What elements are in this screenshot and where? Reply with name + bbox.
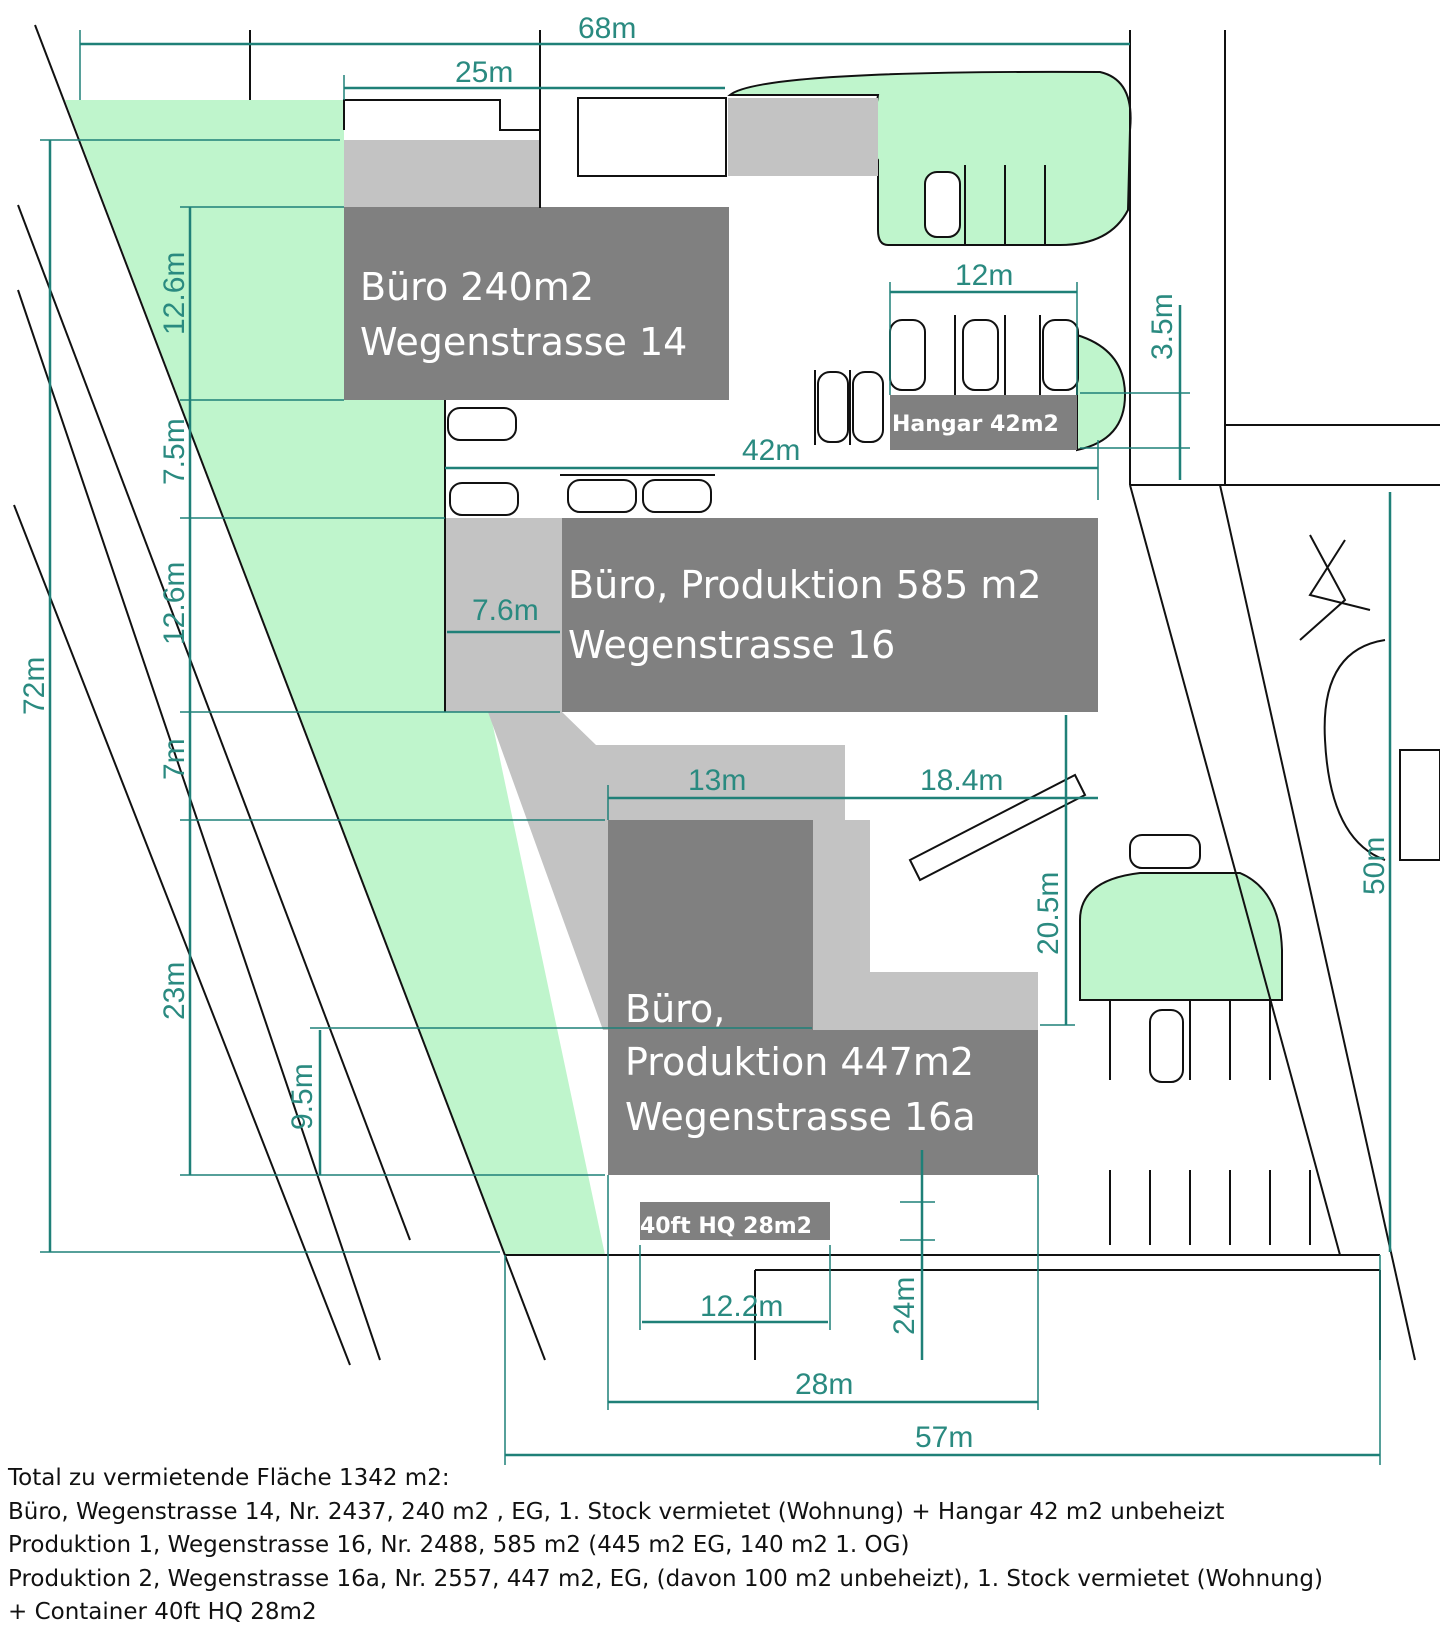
- dim-12-6m-a: 12.6m: [158, 252, 191, 335]
- building-wegenstrasse-14: [344, 207, 729, 400]
- dim-7m: 7m: [158, 738, 191, 780]
- parked-cars: [447, 171, 1201, 1083]
- container: [640, 1202, 830, 1240]
- dim-13m: 13m: [688, 764, 746, 797]
- car-icon: [1129, 834, 1201, 869]
- green-strip: [65, 100, 605, 1255]
- dim-28m: 28m: [795, 1368, 853, 1401]
- building-16a-label-3: Wegenstrasse 16a: [625, 1095, 976, 1139]
- legend-line: + Container 40ft HQ 28m2: [8, 1599, 317, 1625]
- dim-3-5m: 3.5m: [1146, 293, 1179, 360]
- dim-72m: 72m: [18, 657, 51, 715]
- linework: [13, 24, 1440, 1366]
- car-icon: [817, 371, 849, 443]
- dim-68m: 68m: [578, 12, 636, 45]
- building-14-label-1: Büro 240m2: [360, 265, 594, 309]
- hangar: [890, 395, 1077, 450]
- building-14-label-2: Wegenstrasse 14: [360, 320, 687, 364]
- legend-line: Produktion 2, Wegenstrasse 16a, Nr. 2557…: [8, 1565, 1323, 1592]
- dim-12-2m: 12.2m: [700, 1290, 783, 1323]
- building-16-label-1: Büro, Produktion 585 m2: [568, 563, 1042, 607]
- dim-50m: 50m: [1358, 837, 1391, 895]
- car-icon: [1042, 319, 1079, 391]
- car-icon: [852, 371, 884, 443]
- car-icon: [567, 479, 637, 513]
- dim-25m: 25m: [455, 56, 513, 89]
- car-icon: [962, 319, 999, 391]
- dimension-lines: [40, 30, 1392, 1465]
- legend-line: Büro, Wegenstrasse 14, Nr. 2437, 240 m2 …: [8, 1498, 1225, 1525]
- dim-23m: 23m: [158, 962, 191, 1020]
- lightgray-west: [445, 518, 562, 712]
- building-16a-label-2: Produktion 447m2: [625, 1040, 974, 1084]
- car-icon: [449, 482, 519, 516]
- dim-7-6m: 7.6m: [472, 594, 539, 627]
- area-summary: Total zu vermietende Fläche 1342 m2: Bür…: [8, 1462, 1323, 1630]
- dim-42m: 42m: [742, 434, 800, 467]
- container-label: 40ft HQ 28m2: [640, 1214, 812, 1239]
- hangar-label: Hangar 42m2: [892, 412, 1059, 437]
- green-island: [1079, 872, 1283, 1001]
- building-wegenstrasse-16a-a: [608, 820, 813, 1175]
- building-16-label-2: Wegenstrasse 16: [568, 623, 895, 667]
- building-wegenstrasse-16: [562, 518, 1098, 712]
- dim-20-5m: 20.5m: [1032, 872, 1065, 955]
- dim-9-5m: 9.5m: [286, 1063, 319, 1130]
- lightgray-top2: [728, 98, 878, 176]
- car-icon: [1149, 1009, 1184, 1083]
- car-icon: [924, 171, 961, 238]
- lightgray-top: [344, 140, 539, 208]
- dim-7-5m: 7.5m: [158, 418, 191, 485]
- car-icon: [447, 407, 517, 441]
- dim-24m: 24m: [888, 1277, 921, 1335]
- dim-12-6m-b: 12.6m: [158, 562, 191, 645]
- legend-line: Produktion 1, Wegenstrasse 16, Nr. 2488,…: [8, 1532, 910, 1558]
- dim-12m: 12m: [955, 259, 1013, 292]
- legend-total: Total zu vermietende Fläche 1342 m2:: [8, 1465, 450, 1491]
- building-wegenstrasse-16a-b: [812, 1030, 1038, 1175]
- building-16a-label-1: Büro,: [625, 987, 725, 1031]
- car-icon: [889, 319, 926, 391]
- dim-18-4m: 18.4m: [920, 764, 1003, 797]
- dim-57m: 57m: [915, 1421, 973, 1454]
- car-icon: [642, 479, 712, 513]
